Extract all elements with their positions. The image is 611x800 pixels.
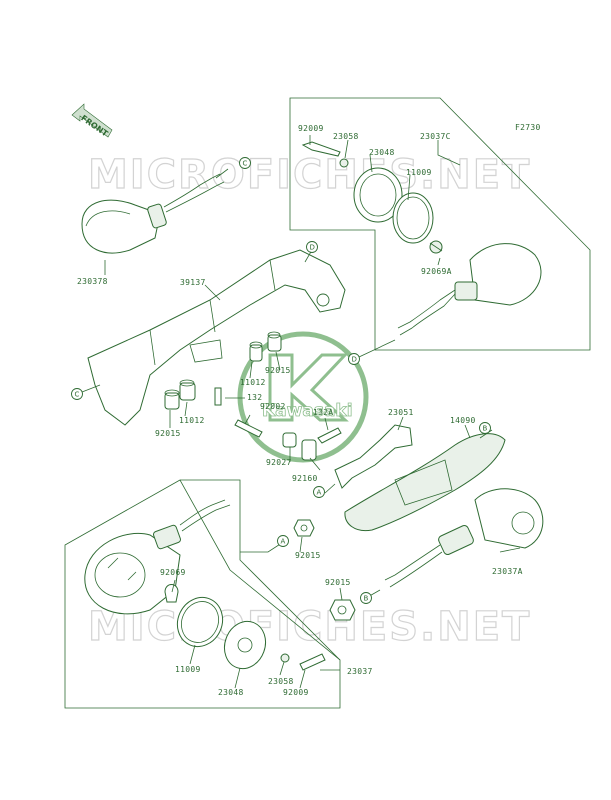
- label-11009-top: 11009: [406, 168, 432, 177]
- watermark-bottom: MICROFICHES.NET: [88, 604, 531, 650]
- label-14090: 14090: [450, 416, 476, 425]
- turn-signal-front-right: [353, 167, 542, 336]
- nut-92015-mid: [267, 331, 282, 352]
- label-11012-low: 11012: [179, 416, 205, 425]
- diagram-code: F2730: [515, 123, 541, 132]
- svg-text:C: C: [75, 391, 80, 399]
- spacer-92160: [301, 439, 317, 461]
- nut-92015-left: [164, 389, 180, 410]
- label-23037: 23037: [347, 667, 373, 676]
- svg-text:A: A: [317, 489, 322, 497]
- label-23048-top: 23048: [369, 148, 395, 157]
- label-23048-low: 23048: [218, 688, 244, 697]
- label-92009-top: 92009: [298, 124, 324, 133]
- nut-92015-a: [293, 519, 315, 537]
- cover-14090: [344, 433, 506, 532]
- label-39137: 39137: [180, 278, 206, 287]
- callout-d-mid: D: [348, 353, 360, 365]
- bracket-39137: [87, 249, 346, 426]
- bolt-132a: [317, 427, 342, 444]
- bolt-132: [214, 387, 222, 406]
- svg-text:B: B: [483, 425, 488, 433]
- callout-c-left: C: [71, 388, 83, 400]
- label-23037c: 23037C: [420, 132, 451, 141]
- bolt-92009-top: [301, 141, 341, 157]
- callout-b-low: B: [360, 592, 372, 604]
- label-92015-mid: 92015: [265, 366, 291, 375]
- svg-text:D: D: [310, 244, 315, 252]
- bolt-92009-low: [299, 653, 326, 671]
- label-23051: 23051: [388, 408, 414, 417]
- lens-23048-low: [223, 620, 267, 670]
- turn-signal-rear-right: [384, 488, 544, 588]
- label-11012-mid: 11012: [240, 378, 266, 387]
- watermark-top: MICROFICHES.NET: [88, 152, 531, 198]
- label-11009-low: 11009: [175, 665, 201, 674]
- svg-text:Kawasaki: Kawasaki: [262, 401, 353, 421]
- gasket-11009-low: [176, 597, 224, 647]
- callout-a-mid: A: [313, 486, 325, 498]
- label-132: 132: [247, 393, 262, 402]
- svg-text:A: A: [281, 538, 286, 546]
- label-92015-left: 92015: [155, 429, 181, 438]
- label-23058-top: 23058: [333, 132, 359, 141]
- enclosure-top-right: [289, 97, 591, 351]
- label-92002: 92002: [260, 402, 286, 411]
- label-92069a: 92069A: [421, 267, 452, 276]
- nut-92015-b: [329, 599, 356, 621]
- callout-d-top: D: [306, 241, 318, 253]
- spacer-11012-mid: [249, 341, 263, 362]
- grommet-23058-low: [280, 653, 290, 663]
- spacer-11012-low: [179, 379, 196, 401]
- bracket-23051: [334, 424, 413, 489]
- label-92160: 92160: [292, 474, 318, 483]
- svg-text:C: C: [243, 160, 248, 168]
- bolt-92002: [234, 419, 263, 438]
- label-92015-b: 92015: [325, 578, 351, 587]
- turn-signal-rear-left: [84, 499, 231, 615]
- front-arrow-icon: FRONT: [71, 103, 113, 139]
- turn-signal-front-left: [81, 173, 225, 254]
- label-230378: 230378: [77, 277, 108, 286]
- label-92027: 92027: [266, 458, 292, 467]
- label-132a: 132A: [313, 408, 333, 417]
- callout-b-right: B: [479, 422, 491, 434]
- callout-a-low: A: [277, 535, 289, 547]
- part-labels: 92009 23058 23037C 23048 11009 92069A 23…: [77, 124, 523, 697]
- label-92015-a: 92015: [295, 551, 321, 560]
- svg-text:B: B: [364, 595, 369, 603]
- label-92009-low: 92009: [283, 688, 309, 697]
- enclosure-bottom-left: [64, 479, 341, 709]
- callout-c-top: C: [239, 157, 251, 169]
- label-92069: 92069: [160, 568, 186, 577]
- spacer-92027: [282, 432, 297, 448]
- svg-text:D: D: [352, 356, 357, 364]
- label-23037a: 23037A: [492, 567, 523, 576]
- label-23058-low: 23058: [268, 677, 294, 686]
